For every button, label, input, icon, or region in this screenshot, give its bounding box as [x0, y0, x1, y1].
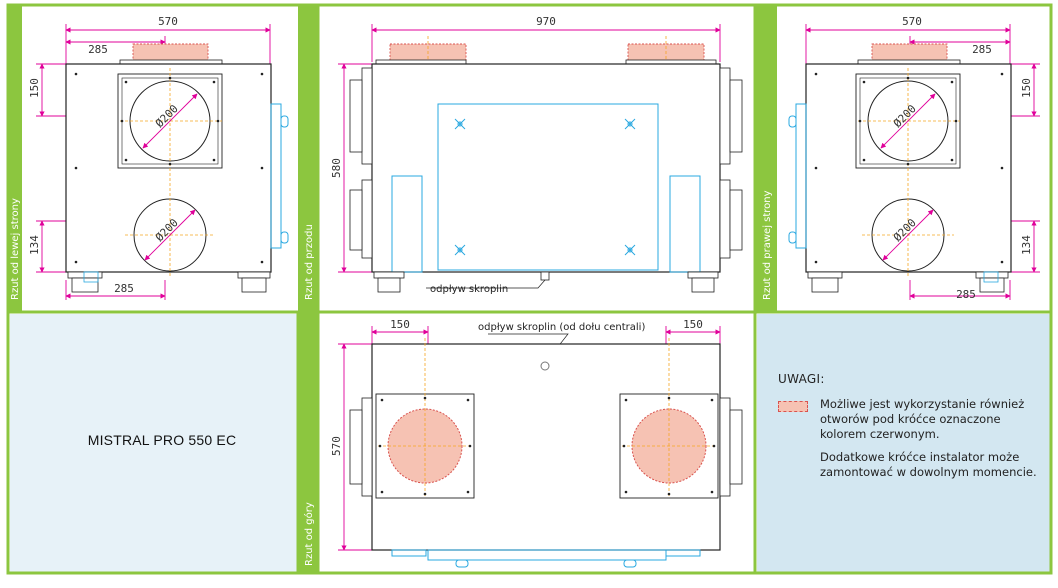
front-unit-body [371, 63, 721, 273]
dim-right-top-offset: 285 [972, 43, 992, 56]
dim-front-height: 580 [330, 158, 343, 178]
front-drain-outlet [540, 271, 550, 281]
dim-top-height: 570 [330, 436, 343, 456]
view-label-left: Rzut od lewej strony [10, 198, 21, 300]
notes: UWAGI: Możliwe jest wykorzystanie równie… [778, 372, 1050, 488]
dim-left-bottom-offset: 285 [114, 282, 134, 295]
view-label-front: Rzut od przodu [304, 224, 315, 300]
view-label-right: Rzut od prawej strony [762, 190, 773, 300]
notes-panel [757, 314, 1050, 572]
dim-top-right-offset: 150 [683, 318, 703, 331]
left-view: 570 285 150 134 285 Ø200 Ø200 [28, 15, 289, 300]
dim-left-side-top: 150 [28, 78, 41, 98]
dim-left-width: 570 [158, 15, 178, 28]
view-label-top: Rzut od góry [303, 502, 315, 566]
dim-left-top-offset: 285 [88, 43, 108, 56]
dim-left-side-bottom: 134 [28, 235, 41, 255]
dim-right-width: 570 [902, 15, 922, 28]
notes-row: Możliwe jest wykorzystanie również otwor… [778, 397, 1050, 488]
notes-text: Możliwe jest wykorzystanie również otwor… [820, 397, 1050, 488]
legend-swatch-red [778, 401, 808, 412]
dim-right-side-bottom: 134 [1020, 235, 1033, 255]
model-panel [10, 314, 298, 572]
model-name: MISTRAL PRO 550 EC [87, 432, 237, 448]
dim-top-left-offset: 150 [390, 318, 410, 331]
dim-right-bottom-offset: 285 [956, 288, 976, 301]
label-strip-top [298, 312, 318, 573]
dim-front-width: 970 [536, 15, 556, 28]
top-drain-outlet [540, 361, 550, 371]
label-strip-front [298, 5, 318, 312]
dim-right-side-top: 150 [1020, 78, 1033, 98]
notes-title: UWAGI: [778, 372, 825, 386]
front-drain-label: odpływ skroplin [430, 284, 508, 295]
top-drain-label: odpływ skroplin (od dołu centrali) [478, 322, 645, 333]
label-strip-left [8, 5, 22, 312]
left-highlight-spigot [132, 43, 209, 63]
top-view: 150 150 570 odpływ skroplin (od dołu cen… [330, 318, 743, 568]
note-1: Możliwe jest wykorzystanie również otwor… [820, 397, 1025, 441]
right-view: 570 285 150 134 285 Ø200 Ø200 [788, 15, 1040, 301]
label-strip-right [755, 5, 777, 312]
note-2: Dodatkowe króćce instalator może zamonto… [820, 450, 1037, 479]
right-highlight-spigot [871, 43, 948, 63]
front-view: 970 580 [330, 15, 743, 295]
front-access-panel [437, 103, 659, 271]
